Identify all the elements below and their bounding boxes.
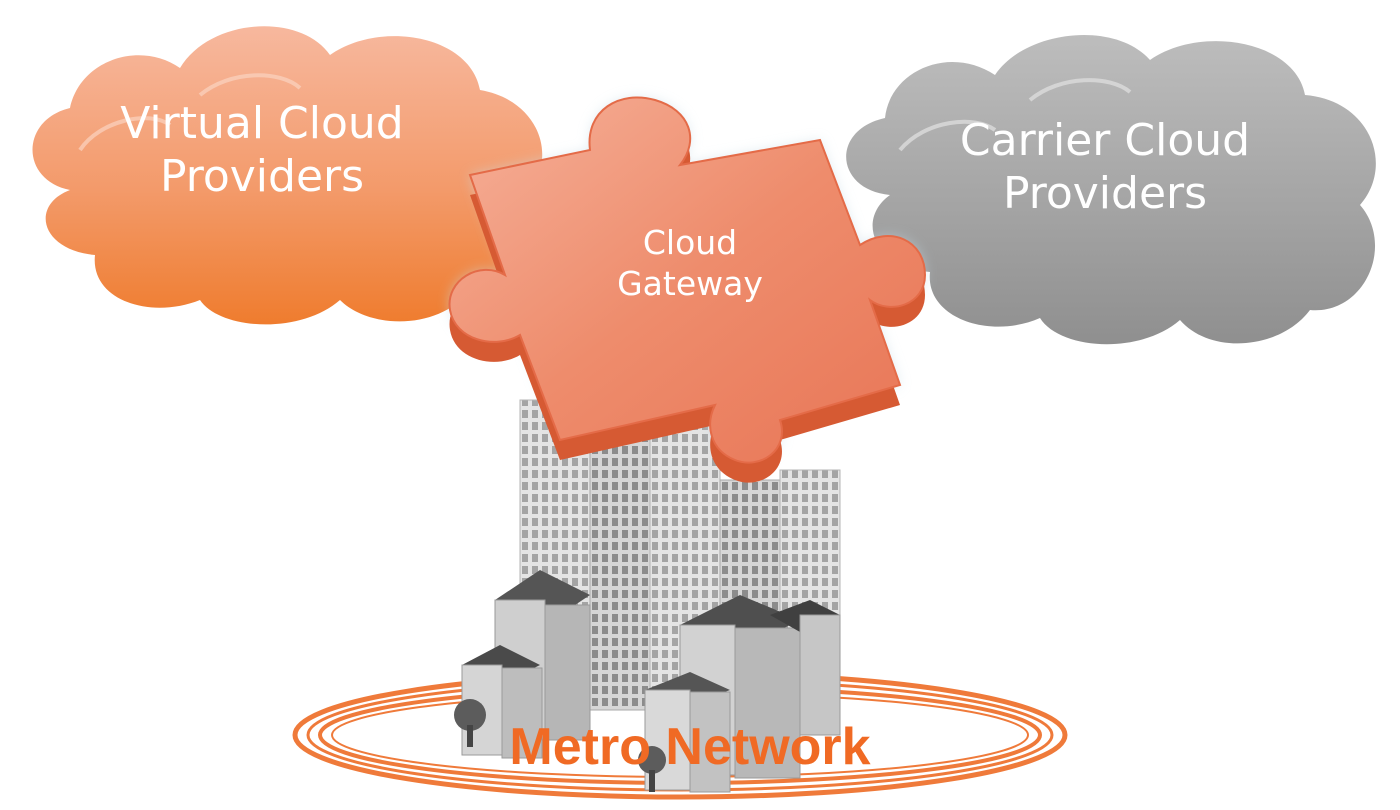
cloud-gateway-label-line2: Gateway — [617, 264, 763, 304]
tree-icon — [454, 699, 666, 792]
city-buildings-icon — [461, 399, 841, 793]
virtual-cloud-label: Virtual Cloud Providers — [92, 98, 432, 204]
carrier-cloud-label-line1: Carrier Cloud — [959, 115, 1251, 166]
virtual-cloud-label-line2: Providers — [159, 150, 365, 202]
puzzle-piece-icon — [448, 96, 927, 483]
cloud-gateway-label-line1: Cloud — [642, 223, 738, 262]
carrier-cloud-label: Carrier Cloud Providers — [935, 115, 1275, 221]
carrier-cloud-icon — [846, 34, 1376, 345]
metro-network-label: Metro Network — [509, 718, 871, 776]
virtual-cloud-label-line1: Virtual Cloud — [120, 98, 404, 149]
virtual-cloud-icon — [32, 26, 543, 325]
carrier-cloud-label-line2: Providers — [1002, 167, 1208, 219]
cloud-gateway-label: Cloud Gateway — [580, 222, 800, 305]
